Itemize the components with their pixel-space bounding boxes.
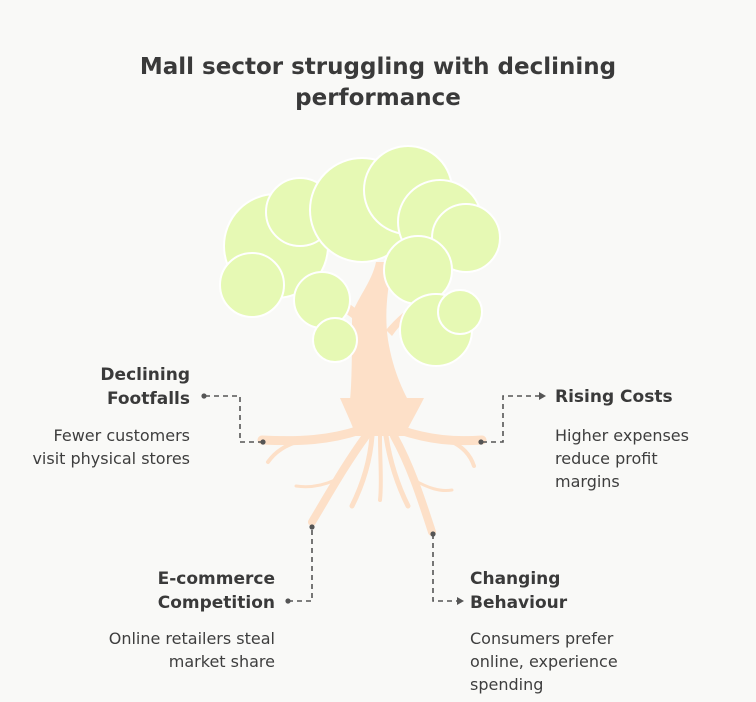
connector-ecommerce xyxy=(288,527,313,602)
connector-declining-footfalls xyxy=(205,395,263,443)
connector-arrows xyxy=(457,392,546,605)
factor-heading-declining-footfalls: Declining Footfalls xyxy=(100,365,190,409)
connectors xyxy=(205,395,540,602)
arrow-changing-behaviour xyxy=(457,597,464,605)
diagram-title: Mall sector struggling with declining pe… xyxy=(139,54,617,111)
factor-description-declining-footfalls: Fewer customers visit physical stores xyxy=(32,426,190,468)
arrow-rising-costs xyxy=(539,392,546,400)
factor-heading-ecommerce-competition: E-commerce Competition xyxy=(157,569,275,613)
tree-foliage xyxy=(219,145,501,367)
factor-description-rising-costs: Higher expenses reduce profit margins xyxy=(555,426,689,491)
factor-heading-changing-behaviour: Changing Behaviour xyxy=(470,569,568,613)
connector-dots xyxy=(201,393,484,604)
factor-heading-rising-costs: Rising Costs xyxy=(555,387,673,407)
factor-description-ecommerce-competition: Online retailers steal market share xyxy=(108,629,275,671)
connector-rising-costs xyxy=(481,395,540,443)
connector-changing-behaviour xyxy=(432,534,458,602)
factor-description-changing-behaviour: Consumers prefer online, experience spen… xyxy=(470,629,618,694)
tree-roots xyxy=(257,425,487,536)
